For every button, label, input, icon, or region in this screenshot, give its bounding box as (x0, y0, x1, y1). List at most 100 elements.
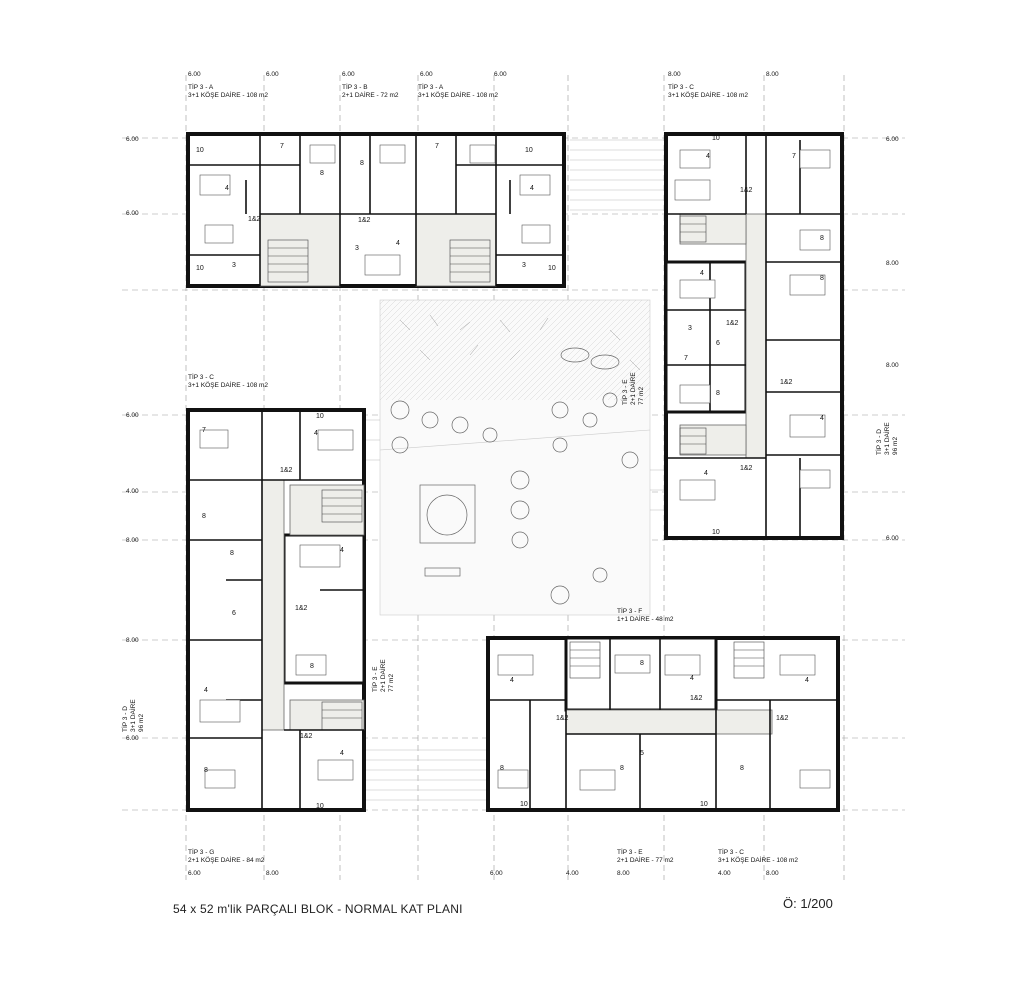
dim-right-2: 8.00 (886, 260, 899, 267)
room-number: 8 (740, 765, 744, 772)
unit-desc: 2+1 DAİRE (380, 659, 387, 692)
unit-type: TİP 3 - D (876, 429, 883, 455)
room-number: 7 (202, 427, 206, 434)
stairs (267, 215, 765, 731)
dim-left-4: 4.00 (126, 488, 139, 495)
room-number: 6 (716, 340, 720, 347)
dim-top-1: 6.00 (188, 71, 201, 78)
dim-bottom-5: 8.00 (617, 870, 630, 877)
room-number: 8 (310, 663, 314, 670)
dim-bottom-3: 6.00 (490, 870, 503, 877)
unit-type: TİP 3 - C (668, 84, 694, 91)
unit-type: TİP 3 - B (342, 84, 368, 91)
unit-type: TİP 3 - C (188, 374, 214, 381)
dim-left-3: 6.00 (126, 412, 139, 419)
room-number: 1&2 (556, 715, 569, 722)
room-number: 8 (204, 767, 208, 774)
unit-area: 96 m2 (138, 713, 145, 732)
walkway-stripes (366, 139, 664, 801)
room-number: 1&2 (776, 715, 789, 722)
unit-desc: 3+1 KÖŞE DAİRE - 108 m2 (668, 92, 749, 99)
dim-top-3: 6.00 (342, 71, 355, 78)
room-numbers: 10 4 3 10 1&2 7 8 8 3 4 1&2 7 10 4 3 10 … (196, 135, 824, 810)
unit-type: TİP 3 - A (188, 84, 214, 91)
unit-desc: 3+1 KÖŞE DAİRE - 108 m2 (718, 857, 799, 864)
room-number: 7 (280, 143, 284, 150)
room-number: 4 (690, 675, 694, 682)
room-number: 1&2 (690, 695, 703, 702)
partitions (188, 134, 842, 810)
corridors (259, 213, 773, 735)
dim-right-1: 6.00 (886, 136, 899, 143)
dim-top-5: 6.00 (494, 71, 507, 78)
unit-type: TİP 3 - E (622, 379, 629, 405)
dim-top-4: 6.00 (420, 71, 433, 78)
room-number: 1&2 (358, 217, 371, 224)
dim-left-2: 6.00 (126, 210, 139, 217)
unit-type: TİP 3 - D (122, 706, 129, 732)
room-number: 7 (792, 153, 796, 160)
dim-bottom-6: 4.00 (718, 870, 731, 877)
room-number: 10 (712, 135, 720, 142)
room-number: 4 (706, 153, 710, 160)
unit-area: 77 m2 (388, 673, 395, 692)
building-blocks (186, 132, 844, 812)
room-number: 1&2 (740, 187, 753, 194)
room-number: 10 (196, 147, 204, 154)
unit-desc: 3+1 KÖŞE DAİRE - 108 m2 (418, 92, 499, 99)
plan-scale: Ö: 1/200 (783, 896, 833, 911)
room-number: 1&2 (300, 733, 313, 740)
unit-type: TİP 3 - E (372, 666, 379, 692)
room-number: 4 (530, 185, 534, 192)
room-number: 1&2 (248, 216, 261, 223)
unit-type: TİP 3 - F (617, 608, 643, 615)
room-number: 4 (225, 185, 229, 192)
room-number: 8 (620, 765, 624, 772)
unit-type: TİP 3 - C (718, 849, 744, 856)
room-number: 3 (232, 262, 236, 269)
unit-area: 77 m2 (638, 386, 645, 405)
unit-desc: 3+1 DAİRE (884, 422, 891, 455)
dim-left-1: 6.00 (126, 136, 139, 143)
room-number: 10 (316, 413, 324, 420)
room-number: 4 (340, 547, 344, 554)
courtyard (379, 299, 651, 616)
unit-type: TİP 3 - G (188, 849, 215, 856)
room-number: 10 (196, 265, 204, 272)
unit-area: 96 m2 (892, 436, 899, 455)
room-number: 1&2 (726, 320, 739, 327)
unit-type: TİP 3 - A (418, 84, 444, 91)
dim-left-6: 8.00 (126, 637, 139, 644)
dim-bottom-7: 8.00 (766, 870, 779, 877)
room-number: 8 (820, 235, 824, 242)
unit-type: TİP 3 - E (617, 849, 643, 856)
dim-left-7: 6.00 (126, 735, 139, 742)
room-number: 8 (230, 550, 234, 557)
dim-left-5: 8.00 (126, 537, 139, 544)
room-number: 6 (232, 610, 236, 617)
room-number: 8 (820, 275, 824, 282)
room-number: 8 (360, 160, 364, 167)
room-number: 4 (820, 415, 824, 422)
room-number: 3 (355, 245, 359, 252)
room-number: 4 (510, 677, 514, 684)
unit-desc: 1+1 DAİRE - 48 m2 (617, 616, 674, 623)
unit-desc: 2+1 DAİRE - 77 m2 (617, 857, 674, 864)
room-number: 4 (340, 750, 344, 757)
room-number: 4 (700, 270, 704, 277)
room-number: 4 (204, 687, 208, 694)
room-number: 8 (716, 390, 720, 397)
unit-desc: 3+1 DAİRE (130, 699, 137, 732)
dim-bottom-1: 6.00 (188, 870, 201, 877)
